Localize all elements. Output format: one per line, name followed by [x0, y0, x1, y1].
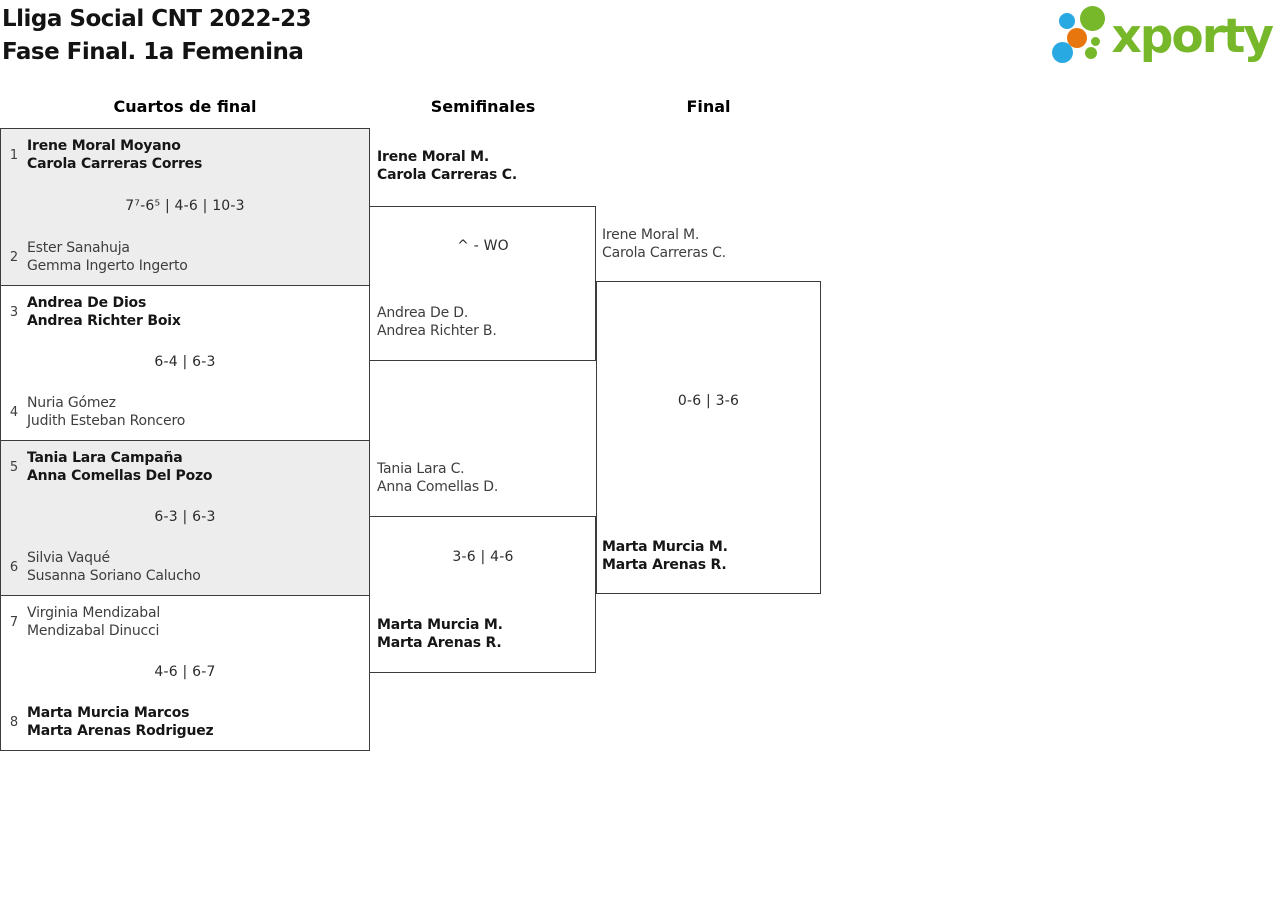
player-name: Virginia Mendizabal: [27, 605, 161, 621]
logo-dot-orange: [1067, 28, 1088, 48]
player-name: Tania Lara C.: [377, 461, 465, 477]
match-score: 6-4 | 6-3: [154, 354, 216, 370]
match-slot: 5 Tania Lara Campaña Anna Comellas Del P…: [1, 449, 369, 485]
match-score: 6-3 | 6-3: [154, 509, 216, 525]
team-pair: Andrea De Dios Andrea Richter Boix: [27, 294, 181, 330]
seed-number: 6: [9, 559, 19, 575]
seed-number: 8: [9, 714, 19, 730]
page-title-line2: Fase Final. 1a Femenina: [2, 39, 304, 65]
player-name: Silvia Vaqué: [27, 550, 110, 566]
team-pair: Tania Lara Campaña Anna Comellas Del Poz…: [27, 449, 213, 485]
seed-number: 3: [9, 304, 19, 320]
team-pair: Virginia Mendizabal Mendizabal Dinucci: [27, 604, 160, 640]
player-name: Carola Carreras C.: [602, 245, 726, 261]
final-team-2: Marta Murcia M. Marta Arenas R.: [602, 538, 728, 574]
player-name: Tania Lara Campaña: [27, 450, 183, 466]
quarterfinal-match-4: 7 Virginia Mendizabal Mendizabal Dinucci…: [0, 595, 370, 751]
player-name: Marta Murcia Marcos: [27, 705, 190, 721]
logo-dot-green-tiny: [1091, 37, 1101, 46]
logo-dot-blue-large: [1052, 42, 1074, 63]
player-name: Susanna Soriano Calucho: [27, 568, 201, 584]
player-name: Marta Arenas R.: [377, 635, 502, 651]
semifinal-1-team-1: Irene Moral M. Carola Carreras C.: [377, 148, 517, 184]
semifinal-2-score: 3-6 | 4-6: [452, 549, 514, 565]
logo-dot-blue-small: [1059, 13, 1076, 29]
player-name: Gemma Ingerto Ingerto: [27, 258, 188, 274]
team-pair: Irene Moral Moyano Carola Carreras Corre…: [27, 137, 202, 173]
player-name: Marta Murcia M.: [602, 539, 728, 555]
semifinal-1-team-2: Andrea De D. Andrea Richter B.: [377, 304, 497, 340]
team-pair: Nuria Gómez Judith Esteban Roncero: [27, 394, 185, 430]
player-name: Marta Arenas R.: [602, 557, 727, 573]
match-slot: 2 Ester Sanahuja Gemma Ingerto Ingerto: [1, 239, 369, 275]
logo-dot-green-large: [1080, 6, 1106, 31]
column-header-semifinals: Semifinales: [430, 97, 536, 116]
semifinal-2-team-2: Marta Murcia M. Marta Arenas R.: [377, 616, 503, 652]
seed-number: 4: [9, 404, 19, 420]
final-connector: [596, 281, 821, 594]
team-pair: Silvia Vaqué Susanna Soriano Calucho: [27, 549, 201, 585]
player-name: Mendizabal Dinucci: [27, 623, 160, 639]
player-name: Marta Murcia M.: [377, 617, 503, 633]
seed-number: 5: [9, 459, 19, 475]
logo-dot-green-small: [1085, 47, 1098, 59]
match-slot: 1 Irene Moral Moyano Carola Carreras Cor…: [1, 137, 369, 173]
semifinal-2-connector: [370, 516, 596, 673]
player-name: Judith Esteban Roncero: [27, 413, 186, 429]
semifinal-1-connector: [370, 206, 596, 361]
seed-number: 2: [9, 249, 19, 265]
xporty-dots-icon: [1044, 4, 1106, 70]
match-slot: 7 Virginia Mendizabal Mendizabal Dinucci: [1, 604, 369, 640]
quarterfinal-match-2: 3 Andrea De Dios Andrea Richter Boix 6-4…: [0, 285, 370, 441]
player-name: Anna Comellas D.: [377, 479, 499, 495]
player-name: Irene Moral M.: [602, 227, 700, 243]
player-name: Carola Carreras C.: [377, 167, 517, 183]
team-pair: Ester Sanahuja Gemma Ingerto Ingerto: [27, 239, 188, 275]
page-title-line1: Lliga Social CNT 2022-23: [2, 6, 312, 32]
team-pair: Marta Murcia Marcos Marta Arenas Rodrigu…: [27, 704, 214, 740]
match-score: 4-6 | 6-7: [154, 664, 216, 680]
semifinal-1-score: ^ - WO: [457, 238, 509, 254]
player-name: Ester Sanahuja: [27, 240, 130, 256]
column-header-final: Final: [686, 97, 731, 116]
quarterfinal-match-1: 1 Irene Moral Moyano Carola Carreras Cor…: [0, 128, 370, 286]
column-header-quarterfinals: Cuartos de final: [113, 97, 257, 116]
player-name: Irene Moral Moyano: [27, 138, 181, 154]
player-name: Irene Moral M.: [377, 149, 489, 165]
player-name: Andrea Richter B.: [377, 323, 497, 339]
match-slot: 4 Nuria Gómez Judith Esteban Roncero: [1, 394, 369, 430]
match-slot: 3 Andrea De Dios Andrea Richter Boix: [1, 294, 369, 330]
seed-number: 7: [9, 614, 19, 630]
player-name: Anna Comellas Del Pozo: [27, 468, 213, 484]
final-team-1: Irene Moral M. Carola Carreras C.: [602, 226, 726, 262]
semifinal-2-team-1: Tania Lara C. Anna Comellas D.: [377, 460, 498, 496]
xporty-logo[interactable]: xporty: [1044, 3, 1274, 71]
quarterfinal-match-3: 5 Tania Lara Campaña Anna Comellas Del P…: [0, 440, 370, 596]
player-name: Andrea De Dios: [27, 295, 147, 311]
seed-number: 1: [9, 147, 19, 163]
match-slot: 6 Silvia Vaqué Susanna Soriano Calucho: [1, 549, 369, 585]
player-name: Marta Arenas Rodriguez: [27, 723, 214, 739]
final-score: 0-6 | 3-6: [677, 393, 740, 409]
player-name: Andrea De D.: [377, 305, 469, 321]
player-name: Nuria Gómez: [27, 395, 116, 411]
player-name: Andrea Richter Boix: [27, 313, 181, 329]
player-name: Carola Carreras Corres: [27, 156, 203, 172]
match-slot: 8 Marta Murcia Marcos Marta Arenas Rodri…: [1, 704, 369, 740]
match-score: 7⁷-6⁵ | 4-6 | 10-3: [125, 198, 245, 214]
xporty-logo-text: xporty: [1111, 9, 1274, 64]
